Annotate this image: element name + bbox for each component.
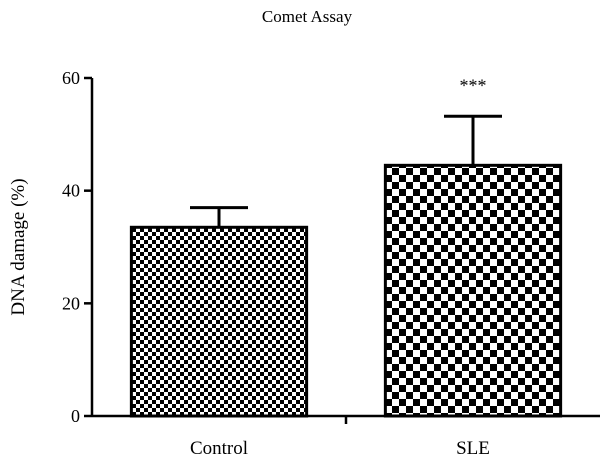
x-tick-label-sle: SLE [456, 438, 490, 459]
x-tick-label-control: Control [190, 438, 248, 459]
chart-title: Comet Assay [262, 7, 353, 26]
y-axis-label: DNA damage (%) [8, 178, 29, 315]
y-tick-label: 0 [71, 406, 80, 426]
y-tick-label: 40 [62, 181, 80, 201]
y-tick-label: 20 [62, 293, 80, 313]
x-axis: Control SLE [92, 414, 600, 459]
bar-sle [383, 163, 563, 418]
y-axis: 0 20 40 60 [62, 68, 94, 426]
significance-annotation-sle: *** [460, 75, 487, 95]
bars: *** [129, 75, 563, 418]
y-tick-label: 60 [62, 68, 80, 88]
bar-control [129, 225, 309, 418]
